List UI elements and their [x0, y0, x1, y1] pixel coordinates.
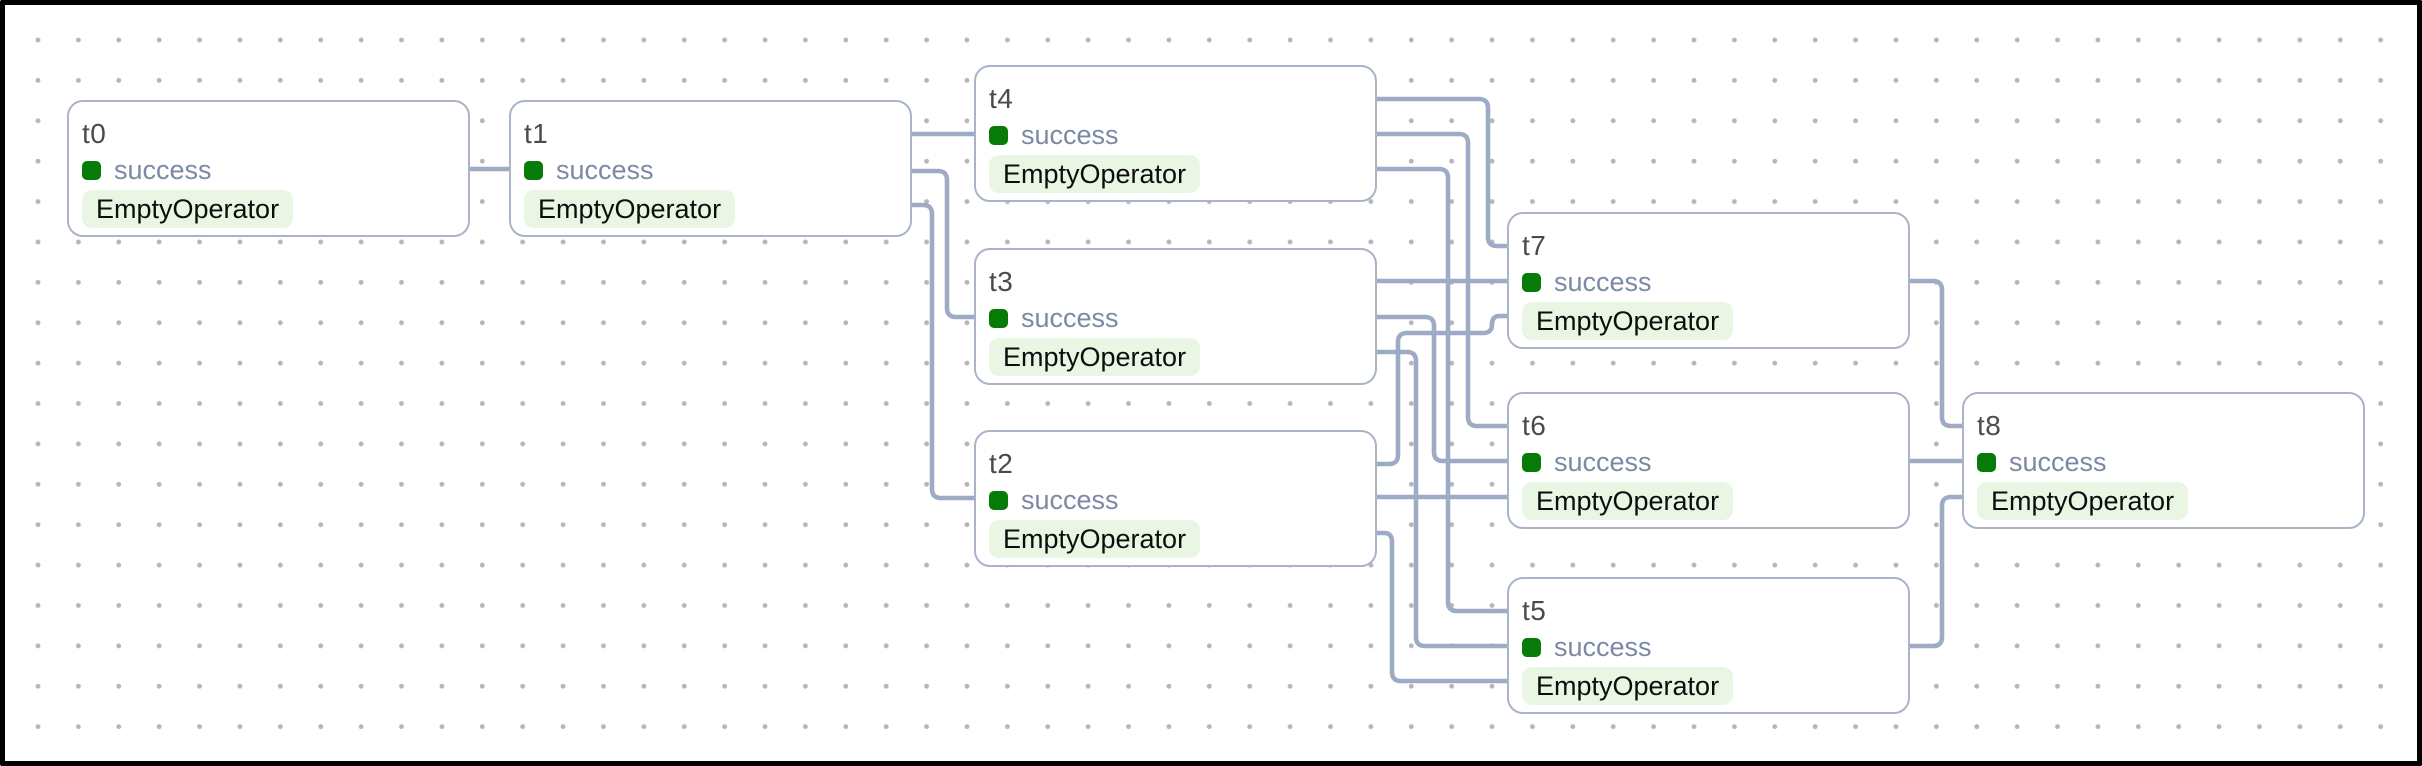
task-title: t3: [989, 266, 1014, 297]
state-label: success: [1554, 631, 1652, 662]
edge-t1-t2: [912, 202, 974, 501]
task-state-row: success: [1522, 629, 1908, 665]
operator-badge: EmptyOperator: [989, 155, 1201, 193]
edge-t4-t7: [1377, 96, 1507, 249]
task-state-row: success: [989, 117, 1375, 153]
success-state-icon: [1977, 452, 1996, 472]
task-state-row: success: [1522, 444, 1908, 480]
task-state-row: success: [82, 152, 468, 188]
operator-badge: EmptyOperator: [1522, 667, 1734, 705]
operator-badge: EmptyOperator: [524, 190, 736, 228]
state-label: success: [556, 154, 654, 185]
success-state-icon: [1522, 272, 1541, 292]
task-title: t1: [524, 118, 549, 149]
task-title: t0: [82, 118, 107, 149]
edge-t5-t8: [1910, 494, 1962, 649]
state-label: success: [1554, 446, 1652, 477]
success-state-icon: [524, 160, 543, 180]
operator-badge: EmptyOperator: [82, 190, 294, 228]
task-state-row: success: [989, 482, 1375, 518]
success-state-icon: [989, 125, 1008, 145]
edge-t4-t5: [1377, 166, 1507, 614]
operator-badge: EmptyOperator: [989, 520, 1201, 558]
edge-t2-t5: [1377, 530, 1507, 684]
operator-badge: EmptyOperator: [1977, 482, 2189, 520]
success-state-icon: [989, 490, 1008, 510]
task-title: t4: [989, 83, 1014, 114]
task-title: t7: [1522, 230, 1547, 261]
task-title: t2: [989, 448, 1014, 479]
task-state-row: success: [989, 300, 1375, 336]
state-label: success: [114, 154, 212, 185]
success-state-icon: [82, 160, 101, 180]
state-label: success: [1021, 302, 1119, 333]
task-state-row: success: [524, 152, 910, 188]
operator-badge: EmptyOperator: [1522, 482, 1734, 520]
success-state-icon: [1522, 637, 1541, 657]
state-label: success: [1554, 266, 1652, 297]
success-state-icon: [1522, 452, 1541, 472]
task-title: t5: [1522, 595, 1547, 626]
state-label: success: [1021, 119, 1119, 150]
edge-t2-t7: [1377, 313, 1507, 467]
edge-t7-t8: [1910, 278, 1962, 429]
success-state-icon: [989, 308, 1008, 328]
edge-t3-t6: [1377, 314, 1507, 464]
state-label: success: [2009, 446, 2107, 477]
operator-badge: EmptyOperator: [1522, 302, 1734, 340]
edge-t1-t3: [912, 168, 974, 320]
task-state-row: success: [1522, 264, 1908, 300]
state-label: success: [1021, 484, 1119, 515]
task-state-row: success: [1977, 444, 2363, 480]
task-title: t6: [1522, 410, 1547, 441]
operator-badge: EmptyOperator: [989, 338, 1201, 376]
task-title: t8: [1977, 410, 2002, 441]
